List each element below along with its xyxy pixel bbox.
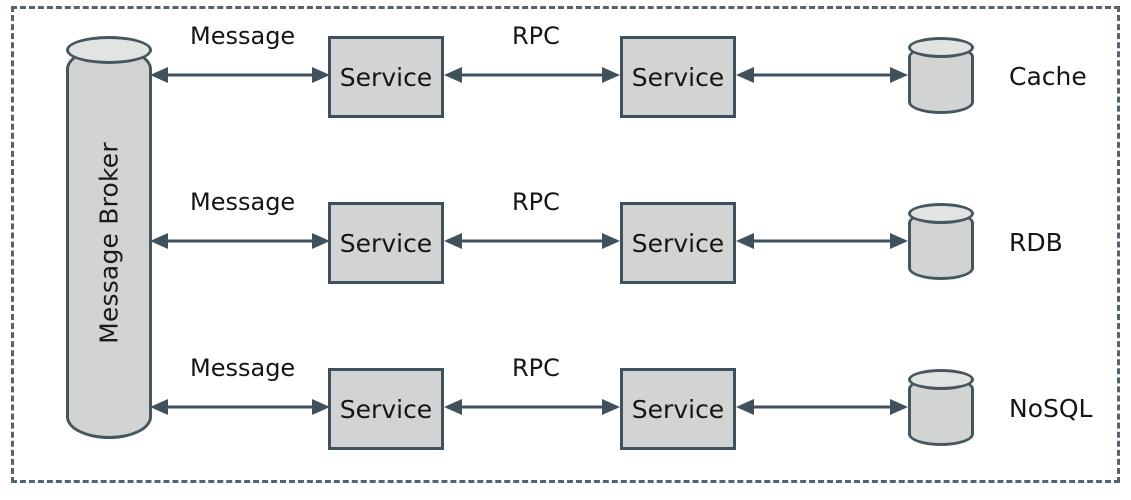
nosql-cylinder-top [908, 369, 974, 390]
edge-label-message-row-nosql: Message [190, 354, 296, 382]
cache-cylinder-top [908, 37, 974, 58]
store-node-rdb[interactable] [908, 203, 974, 280]
service-box-b-row-rdb[interactable]: Service [620, 202, 736, 284]
edge-label-rpc-row-cache: RPC [512, 22, 560, 50]
rdb-cylinder-top [908, 203, 974, 224]
arrow-broker-to-service-a-row-nosql [150, 396, 330, 418]
store-node-nosql[interactable] [908, 369, 974, 446]
service-box-a-row-nosql[interactable]: Service [328, 368, 444, 450]
message-broker-cylinder-body [66, 47, 152, 439]
arrow-service-b-to-store-row-rdb [736, 230, 908, 252]
store-label-rdb: RDB [1009, 228, 1063, 257]
store-label-cache: Cache [1009, 62, 1087, 91]
edge-label-rpc-row-rdb: RPC [512, 188, 560, 216]
service-box-b-row-cache[interactable]: Service [620, 36, 736, 118]
message-broker-node[interactable]: Message Broker [66, 36, 152, 450]
message-broker-label: Message Broker [94, 142, 124, 344]
system-boundary [11, 6, 1120, 483]
service-box-a-row-rdb[interactable]: Service [328, 202, 444, 284]
edge-label-message-row-rdb: Message [190, 188, 296, 216]
arrow-broker-to-service-a-row-rdb [150, 230, 330, 252]
store-label-nosql: NoSQL [1009, 394, 1093, 423]
edge-label-message-row-cache: Message [190, 22, 296, 50]
arrow-service-a-to-service-b-row-rdb [444, 230, 620, 252]
arrow-service-a-to-service-b-row-cache [444, 64, 620, 86]
arrow-service-b-to-store-row-cache [736, 64, 908, 86]
edge-label-rpc-row-nosql: RPC [512, 354, 560, 382]
service-box-a-row-cache[interactable]: Service [328, 36, 444, 118]
arrow-service-b-to-store-row-nosql [736, 396, 908, 418]
service-box-b-row-nosql[interactable]: Service [620, 368, 736, 450]
store-node-cache[interactable] [908, 37, 974, 114]
arrow-service-a-to-service-b-row-nosql [444, 396, 620, 418]
message-broker-cylinder-top [66, 36, 152, 64]
arrow-broker-to-service-a-row-cache [150, 64, 330, 86]
